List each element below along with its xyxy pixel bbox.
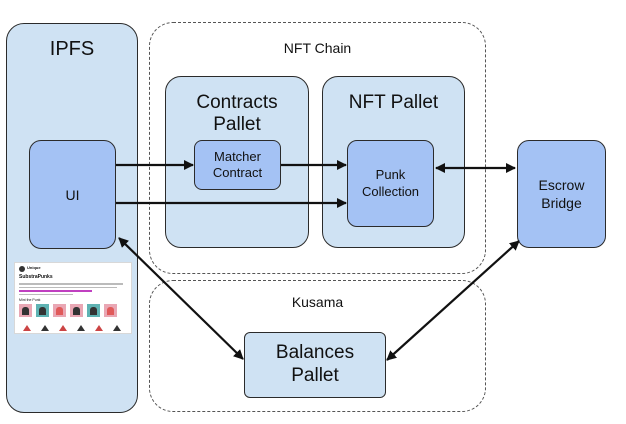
ipfs-label: IPFS bbox=[49, 38, 95, 60]
escrow-bridge-node: Escrow Bridge bbox=[517, 140, 606, 248]
punk-card bbox=[36, 304, 49, 317]
screenshot-brand: Unique bbox=[27, 265, 41, 270]
punk-card bbox=[70, 304, 83, 317]
matcher-contract-node: Matcher Contract bbox=[194, 140, 281, 190]
contracts-pallet-label: Contracts Pallet bbox=[196, 92, 278, 135]
balances-pallet-node: Balances Pallet bbox=[244, 332, 386, 398]
edge-escrow-balances bbox=[386, 240, 520, 361]
matcher-contract-label: Matcher Contract bbox=[212, 149, 263, 180]
punk-collection-label: Punk Collection bbox=[361, 166, 420, 199]
punk-card bbox=[87, 304, 100, 317]
unique-logo-icon bbox=[19, 266, 25, 272]
nft-chain-label: NFT Chain bbox=[283, 40, 352, 56]
punk-grid-row2 bbox=[23, 325, 127, 331]
punk-collection-node: Punk Collection bbox=[347, 140, 434, 227]
escrow-bridge-label: Escrow Bridge bbox=[538, 176, 585, 211]
punk-card bbox=[19, 304, 32, 317]
nft-pallet-label: NFT Pallet bbox=[348, 92, 439, 113]
nft-chain-region bbox=[149, 22, 486, 274]
app-screenshot-thumbnail: Unique SubstraPunks Mint the Punk bbox=[14, 262, 132, 334]
edge-ui-balances bbox=[118, 237, 244, 360]
punk-card bbox=[104, 304, 117, 317]
ui-node: UI bbox=[29, 140, 116, 249]
balances-pallet-label: Balances Pallet bbox=[275, 342, 355, 386]
ipfs-node: IPFS bbox=[6, 23, 138, 413]
screenshot-title: SubstraPunks bbox=[19, 274, 53, 280]
kusama-label: Kusama bbox=[291, 294, 344, 310]
screenshot-section: Mint the Punk bbox=[19, 298, 41, 302]
ui-label: UI bbox=[65, 186, 80, 203]
punk-grid bbox=[19, 304, 127, 317]
screenshot-paragraph bbox=[19, 283, 123, 295]
punk-card bbox=[53, 304, 66, 317]
